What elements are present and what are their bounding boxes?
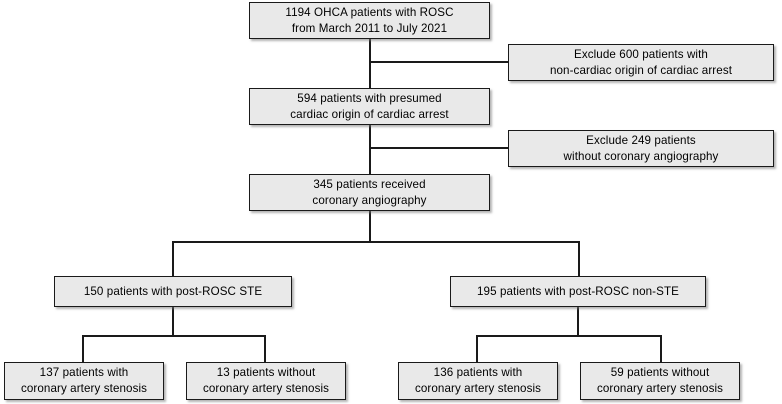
- node-post-rosc-ste: 150 patients with post-ROSC STE: [54, 276, 292, 307]
- node-ste-without-stenosis: 13 patients without coronary artery sten…: [186, 362, 346, 400]
- node-ste-without-stenosis-label: 13 patients without coronary artery sten…: [202, 366, 330, 395]
- node-received-angiography: 345 patients received coronary angiograp…: [249, 174, 490, 211]
- node-presumed-cardiac-label: 594 patients with presumed cardiac origi…: [290, 91, 449, 121]
- connector-total-to-exclude-non-cardiac: [369, 61, 509, 63]
- node-exclude-no-angiography-label: Exclude 249 patients without coronary an…: [563, 133, 719, 163]
- connector-split-to-non-ste: [578, 241, 580, 277]
- node-presumed-cardiac: 594 patients with presumed cardiac origi…: [249, 88, 490, 125]
- connector-non-ste-to-without-stenosis: [660, 335, 662, 363]
- node-received-angiography-label: 345 patients received coronary angiograp…: [312, 177, 427, 207]
- connector-total-to-presumed: [369, 39, 371, 88]
- connector-angiography-stem: [369, 211, 371, 242]
- node-exclude-non-cardiac: Exclude 600 patients with non-cardiac or…: [508, 44, 774, 81]
- node-non-ste-without-stenosis: 59 patients without coronary artery sten…: [580, 362, 740, 400]
- connector-angiography-split-bar: [172, 241, 579, 243]
- node-total-cohort-label: 1194 OHCA patients with ROSC from March …: [285, 5, 454, 35]
- connector-presumed-to-angiography: [369, 125, 371, 174]
- connector-ste-stem: [172, 307, 174, 336]
- connector-non-ste-to-with-stenosis: [476, 335, 478, 363]
- connector-ste-to-without-stenosis: [264, 335, 266, 363]
- connector-non-ste-split-bar: [476, 335, 661, 337]
- connector-split-to-ste: [172, 241, 174, 277]
- connector-ste-split-bar: [82, 335, 265, 337]
- node-non-ste-with-stenosis: 136 patients with coronary artery stenos…: [398, 362, 558, 400]
- node-ste-with-stenosis: 137 patients with coronary artery stenos…: [4, 362, 164, 400]
- node-ste-with-stenosis-label: 137 patients with coronary artery stenos…: [20, 366, 148, 395]
- node-non-ste-without-stenosis-label: 59 patients without coronary artery sten…: [596, 366, 724, 395]
- node-total-cohort: 1194 OHCA patients with ROSC from March …: [249, 2, 490, 39]
- node-post-rosc-non-ste-label: 195 patients with post-ROSC non-STE: [477, 284, 679, 298]
- connector-presumed-to-exclude-no-angiography: [369, 147, 509, 149]
- node-post-rosc-non-ste: 195 patients with post-ROSC non-STE: [450, 276, 706, 307]
- node-post-rosc-ste-label: 150 patients with post-ROSC STE: [83, 284, 263, 298]
- node-exclude-no-angiography: Exclude 249 patients without coronary an…: [508, 130, 774, 167]
- connector-ste-to-with-stenosis: [82, 335, 84, 363]
- connector-non-ste-stem: [577, 307, 579, 336]
- node-non-ste-with-stenosis-label: 136 patients with coronary artery stenos…: [414, 366, 542, 395]
- node-exclude-non-cardiac-label: Exclude 600 patients with non-cardiac or…: [549, 47, 733, 77]
